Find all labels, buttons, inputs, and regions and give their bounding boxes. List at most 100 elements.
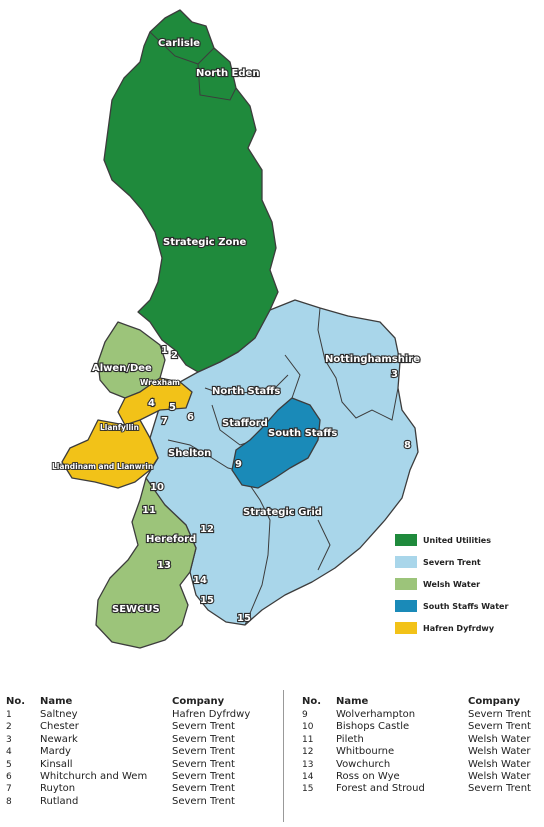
- row-name: Saltney: [40, 709, 78, 720]
- row-company: Welsh Water: [468, 758, 531, 770]
- row-no: 15: [302, 784, 314, 795]
- row-company: Severn Trent: [468, 721, 531, 733]
- boundary-north-eden: [149, 31, 237, 101]
- legend-swatch: [395, 622, 417, 634]
- table-row: 15 Forest and Stroud Severn Trent: [302, 783, 542, 795]
- row-name: Newark: [40, 733, 78, 745]
- label-north-eden: North Eden: [196, 68, 259, 79]
- row-company: Severn Trent: [172, 721, 235, 733]
- row-company: Severn Trent: [172, 795, 235, 807]
- row-name: Chester: [40, 721, 79, 733]
- legend-swatch: [395, 534, 417, 546]
- row-company: Severn Trent: [172, 733, 235, 745]
- row-no: 5: [6, 759, 12, 770]
- map-number-3: 3: [391, 369, 398, 380]
- map-number-4: 4: [148, 398, 155, 409]
- row-name: Vowchurch: [336, 758, 391, 770]
- row-name: Forest and Stroud: [336, 783, 425, 795]
- label-nottinghamshire: Nottinghamshire: [325, 354, 420, 365]
- row-company: Welsh Water: [468, 733, 531, 745]
- row-name: Whitbourne: [336, 746, 395, 758]
- legend-label: South Staffs Water: [423, 601, 509, 611]
- row-company: Severn Trent: [468, 783, 531, 795]
- row-company: Severn Trent: [172, 746, 235, 758]
- row-company: Welsh Water: [468, 746, 531, 758]
- header-name: Name: [40, 696, 73, 707]
- label-sewcus: SEWCUS: [112, 604, 160, 615]
- row-no: 6: [6, 771, 12, 782]
- row-name: Ross on Wye: [336, 770, 400, 782]
- legend-label: United Utilities: [423, 535, 491, 545]
- header-no: No.: [6, 696, 26, 707]
- row-no: 12: [302, 747, 314, 758]
- label-wrexham: Wrexham: [140, 378, 180, 387]
- water-zones-map: Carlisle North Eden Strategic Zone Alwen…: [51, 9, 421, 649]
- header-company: Company: [468, 696, 521, 707]
- map-number-8: 8: [404, 440, 411, 451]
- row-no: 1: [6, 710, 12, 720]
- row-no: 7: [6, 784, 12, 795]
- map-number-9: 9: [235, 459, 242, 470]
- label-alwen-dee: Alwen/Dee: [92, 363, 152, 374]
- label-stafford: Stafford: [222, 418, 268, 429]
- row-company: Severn Trent: [172, 758, 235, 770]
- row-no: 4: [6, 747, 12, 758]
- row-name: Kinsall: [40, 758, 73, 770]
- label-north-staffs: North Staffs: [212, 386, 280, 397]
- map-number-6: 6: [187, 412, 194, 423]
- label-llanfyllin: Llanfyllin: [100, 423, 139, 432]
- row-company: Hafren Dyfrdwy: [172, 709, 251, 720]
- table-header: No. Name Company: [302, 695, 542, 709]
- row-no: 3: [6, 734, 12, 745]
- row-name: Whitchurch and Wem: [40, 770, 148, 782]
- map-number-13: 13: [157, 560, 171, 571]
- label-south-staffs-text: South Staffs: [268, 428, 337, 439]
- legend-swatch: [395, 556, 417, 568]
- row-company: Welsh Water: [468, 770, 531, 782]
- header-name: Name: [336, 696, 369, 707]
- boundary-lines: [167, 307, 399, 626]
- row-name: Rutland: [40, 795, 79, 807]
- table-row: 6 Whitchurch and Wem Severn Trent: [6, 771, 274, 783]
- legend-item-south-staffs-water: South Staffs Water: [395, 596, 535, 616]
- legend-item-severn-trent: Severn Trent: [395, 552, 535, 572]
- map-number-11: 11: [142, 505, 156, 516]
- region-south-staffs-water: [231, 397, 321, 489]
- header-company: Company: [172, 696, 225, 707]
- table-row: 3 Newark Severn Trent: [6, 734, 274, 746]
- label-north-eden-text: North Eden: [196, 68, 259, 79]
- label-carlisle: Carlisle: [158, 38, 200, 49]
- label-strategic-grid: Strategic Grid: [243, 507, 322, 518]
- legend-label: Welsh Water: [423, 579, 481, 589]
- row-no: 9: [302, 710, 308, 720]
- header-no: No.: [302, 696, 322, 707]
- map-number-5: 5: [169, 402, 176, 413]
- label-strategic-zone: Strategic Zone: [163, 237, 246, 248]
- label-south-staffs: South Staffs: [268, 428, 337, 439]
- row-no: 14: [302, 771, 314, 782]
- row-name: Ruyton: [40, 783, 76, 795]
- table-header: No. Name Company: [6, 695, 274, 709]
- label-hereford: Hereford: [146, 534, 196, 545]
- legend: United Utilities Severn Trent Welsh Wate…: [395, 530, 535, 640]
- legend-item-welsh-water: Welsh Water: [395, 574, 535, 594]
- row-no: 11: [302, 734, 314, 745]
- row-company: Severn Trent: [172, 770, 235, 782]
- row-name: Pileth: [336, 733, 364, 745]
- legend-swatch: [395, 578, 417, 590]
- map-number-14: 14: [193, 575, 207, 586]
- row-name: Bishops Castle: [336, 721, 410, 733]
- table-row: 12 Whitbourne Welsh Water: [302, 746, 542, 758]
- map-number-10: 10: [150, 482, 164, 493]
- row-name: Wolverhampton: [336, 709, 416, 720]
- table-row: 11 Pileth Welsh Water: [302, 734, 542, 746]
